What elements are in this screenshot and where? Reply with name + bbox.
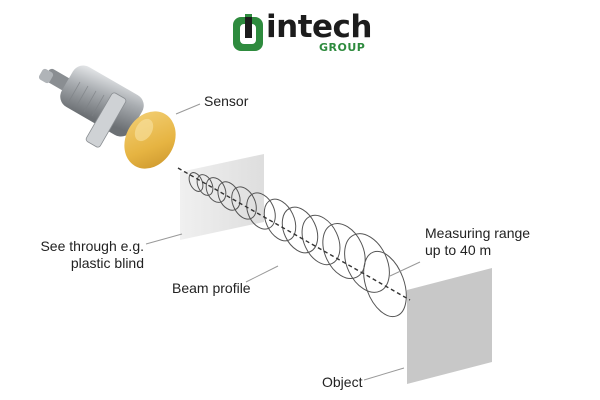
measuring-range-label-line2: up to 40 m [425,242,492,258]
leader-lines [145,103,421,381]
beam-profile-rings [188,172,407,318]
object-plate [407,268,492,384]
see-through-label-line2: plastic blind [70,255,144,271]
measuring-range-label: Measuring range up to 40 m [425,225,530,259]
beam-ring [344,233,390,293]
beam-ring [363,250,407,318]
see-through-label: See through e.g. plastic blind [38,238,144,272]
beam-ring [263,198,297,242]
logo-wordmark: intech [266,9,372,45]
beam-profile-label: Beam profile [172,280,251,296]
measuring-range-label-line1: Measuring range [425,225,531,241]
leader-line-see-through [145,233,183,245]
logo-subtitle: GROUP [319,41,366,54]
leader-line-object [363,367,405,381]
beam-ring [281,206,319,254]
see-through-panel [180,154,264,240]
beam-ring [196,174,214,196]
beam-ring [231,186,257,220]
beam-ring [301,214,341,266]
beam-ring [205,177,227,203]
leader-line-beam-profile [245,265,279,283]
see-through-label-line1: See through e.g. [40,238,144,254]
sensor-label: Sensor [204,93,249,109]
leader-line-measuring-range [389,261,421,277]
proximity-sensor-icon [38,65,176,169]
intech-logo-icon [233,14,263,51]
beam-ring [322,223,366,279]
object-label: Object [322,374,363,390]
leader-line-sensor [175,103,201,115]
beam-axis [177,167,411,301]
